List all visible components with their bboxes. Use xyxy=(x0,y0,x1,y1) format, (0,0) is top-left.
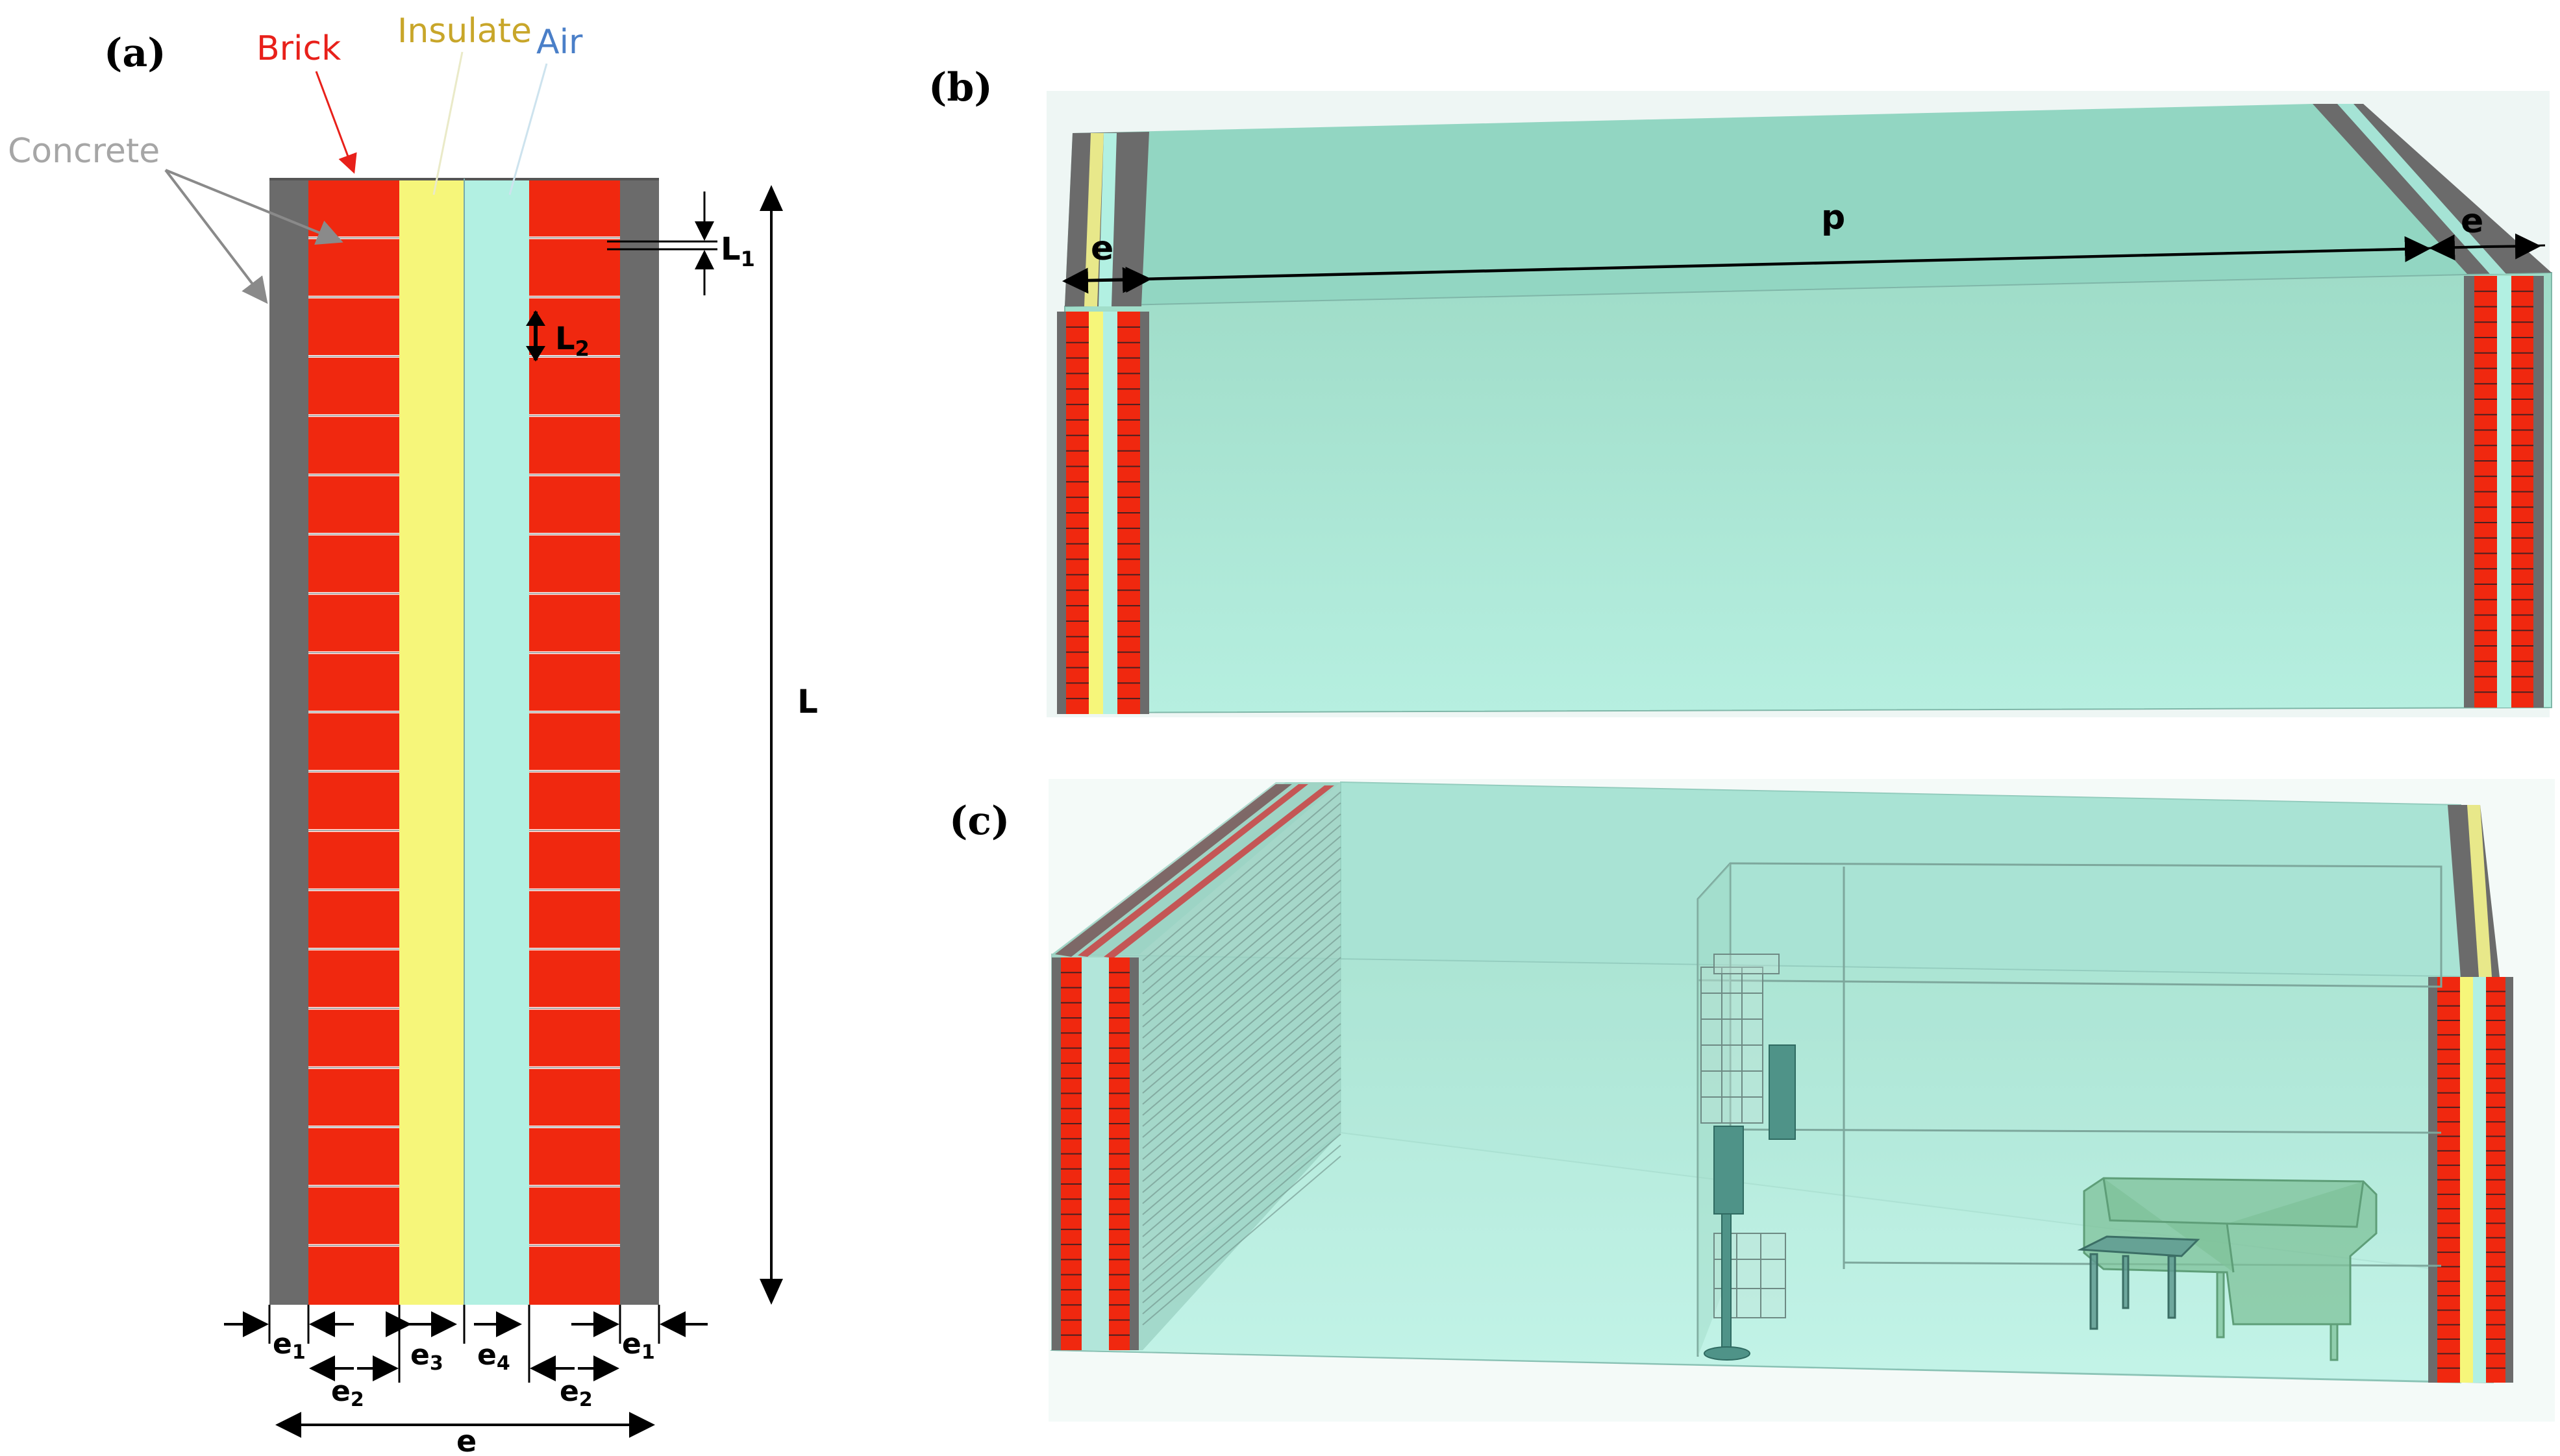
e1-label-left: e1 xyxy=(273,1327,306,1364)
e2-label-left: e2 xyxy=(331,1375,364,1411)
e4-label: e4 xyxy=(477,1339,510,1375)
panel-a: (a) Brick Insulate Air Concrete L L1 xyxy=(8,12,818,1456)
slat-line xyxy=(1142,979,1341,1149)
slat-line xyxy=(1142,913,1341,1083)
slat-line xyxy=(1142,846,1341,1017)
brick-layer-right xyxy=(529,179,620,1305)
slat-line xyxy=(1142,802,1341,972)
slat-line xyxy=(1142,1144,1341,1314)
air-label: Air xyxy=(536,23,583,62)
wall-slats xyxy=(1142,791,1341,1326)
panel-c: (c) xyxy=(949,779,2555,1422)
slat-line xyxy=(1142,946,1341,1116)
panel-b: (b) p e e xyxy=(928,65,2552,717)
slat-line xyxy=(1142,1045,1341,1215)
L2-label: L2 xyxy=(555,321,590,361)
slat-line xyxy=(1142,891,1341,1061)
air-layer xyxy=(464,179,529,1305)
panel-b-label: (b) xyxy=(928,65,993,110)
e2-label-right: e2 xyxy=(560,1375,593,1411)
slat-line xyxy=(1142,791,1341,961)
e-label-left: e xyxy=(1091,229,1113,268)
speaker xyxy=(1704,1044,1796,1361)
concrete-layer-right xyxy=(620,179,659,1305)
slat-line xyxy=(1142,968,1341,1138)
e-total-label: e xyxy=(456,1424,477,1456)
slat-line xyxy=(1142,1056,1341,1226)
L1-label: L1 xyxy=(721,231,755,271)
slat-line xyxy=(1142,813,1341,983)
slat-line xyxy=(1142,990,1341,1160)
slat-line xyxy=(1142,924,1341,1094)
slat-line xyxy=(1142,1034,1341,1204)
slat-line xyxy=(1142,1122,1341,1292)
panel-a-label: (a) xyxy=(104,31,166,76)
p-label: p xyxy=(1821,198,1845,237)
e1-label-right: e1 xyxy=(622,1327,655,1364)
brick-layer-left xyxy=(308,179,399,1305)
slat-line xyxy=(1142,1133,1341,1303)
e3-label: e3 xyxy=(410,1339,443,1375)
slat-line xyxy=(1142,1012,1341,1182)
slat-line xyxy=(1142,880,1341,1050)
e-label-right: e xyxy=(2461,202,2483,241)
slat-line xyxy=(1142,1089,1341,1259)
room-front-face xyxy=(1064,271,2552,714)
slat-line xyxy=(1142,935,1341,1105)
slat-line xyxy=(1142,1023,1341,1193)
coffee-table xyxy=(2077,1235,2200,1330)
brick-label: Brick xyxy=(256,29,341,68)
slat-line xyxy=(1142,1067,1341,1237)
slat-line xyxy=(1142,824,1341,994)
sofa xyxy=(2083,1177,2378,1361)
slat-line xyxy=(1142,957,1341,1127)
slat-line xyxy=(1142,869,1341,1039)
concrete-layer-left xyxy=(269,179,308,1305)
slat-line xyxy=(1142,1155,1341,1326)
slat-line xyxy=(1142,835,1341,1006)
slat-line xyxy=(1142,1100,1341,1270)
slat-line xyxy=(1142,1078,1341,1248)
slat-line xyxy=(1142,902,1341,1072)
L-label: L xyxy=(797,683,818,721)
slat-line xyxy=(1142,1111,1341,1281)
slat-line xyxy=(1142,858,1341,1028)
panel-c-label: (c) xyxy=(949,798,1010,844)
concrete-label: Concrete xyxy=(8,132,160,171)
insulate-label: Insulate xyxy=(397,12,532,51)
dimension-p xyxy=(1125,236,2431,293)
slat-line xyxy=(1142,1001,1341,1171)
insulate-layer xyxy=(399,179,464,1305)
